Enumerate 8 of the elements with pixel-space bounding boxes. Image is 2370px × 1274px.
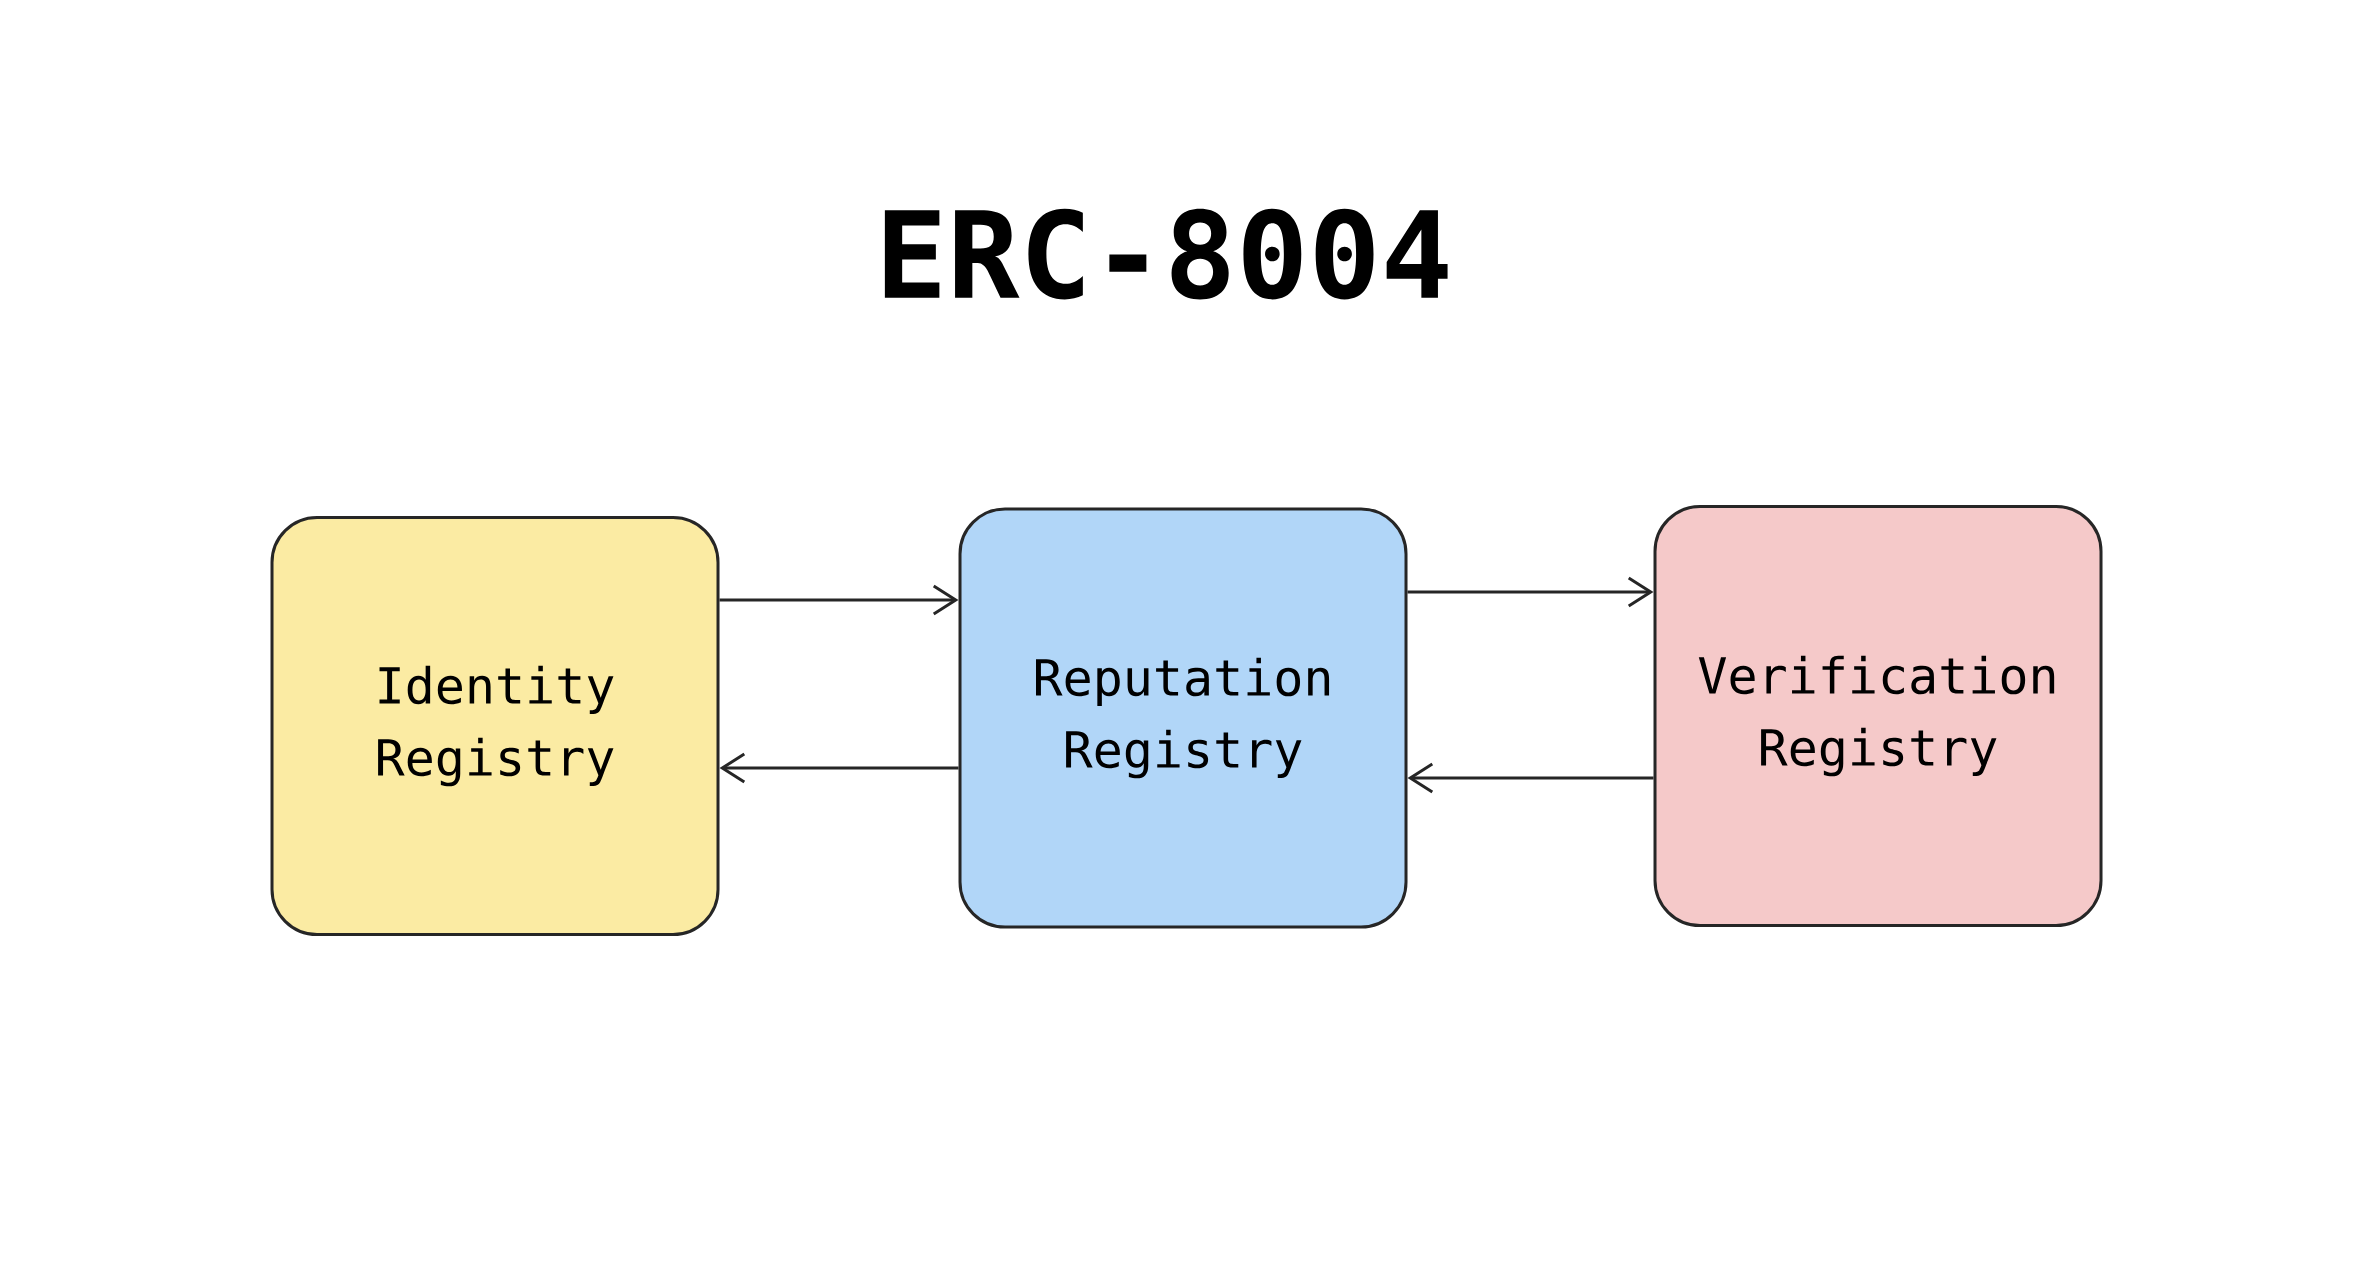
arrow xyxy=(719,584,959,616)
arrow xyxy=(719,752,959,784)
registry-box: Verification Registry xyxy=(1653,505,2103,927)
registry-box: Reputation Registry xyxy=(958,507,1408,929)
arrow xyxy=(1407,762,1654,794)
title: ERC-8004 xyxy=(884,208,1448,300)
registry-box: Identity Registry xyxy=(270,516,720,936)
arrow xyxy=(1407,576,1654,608)
